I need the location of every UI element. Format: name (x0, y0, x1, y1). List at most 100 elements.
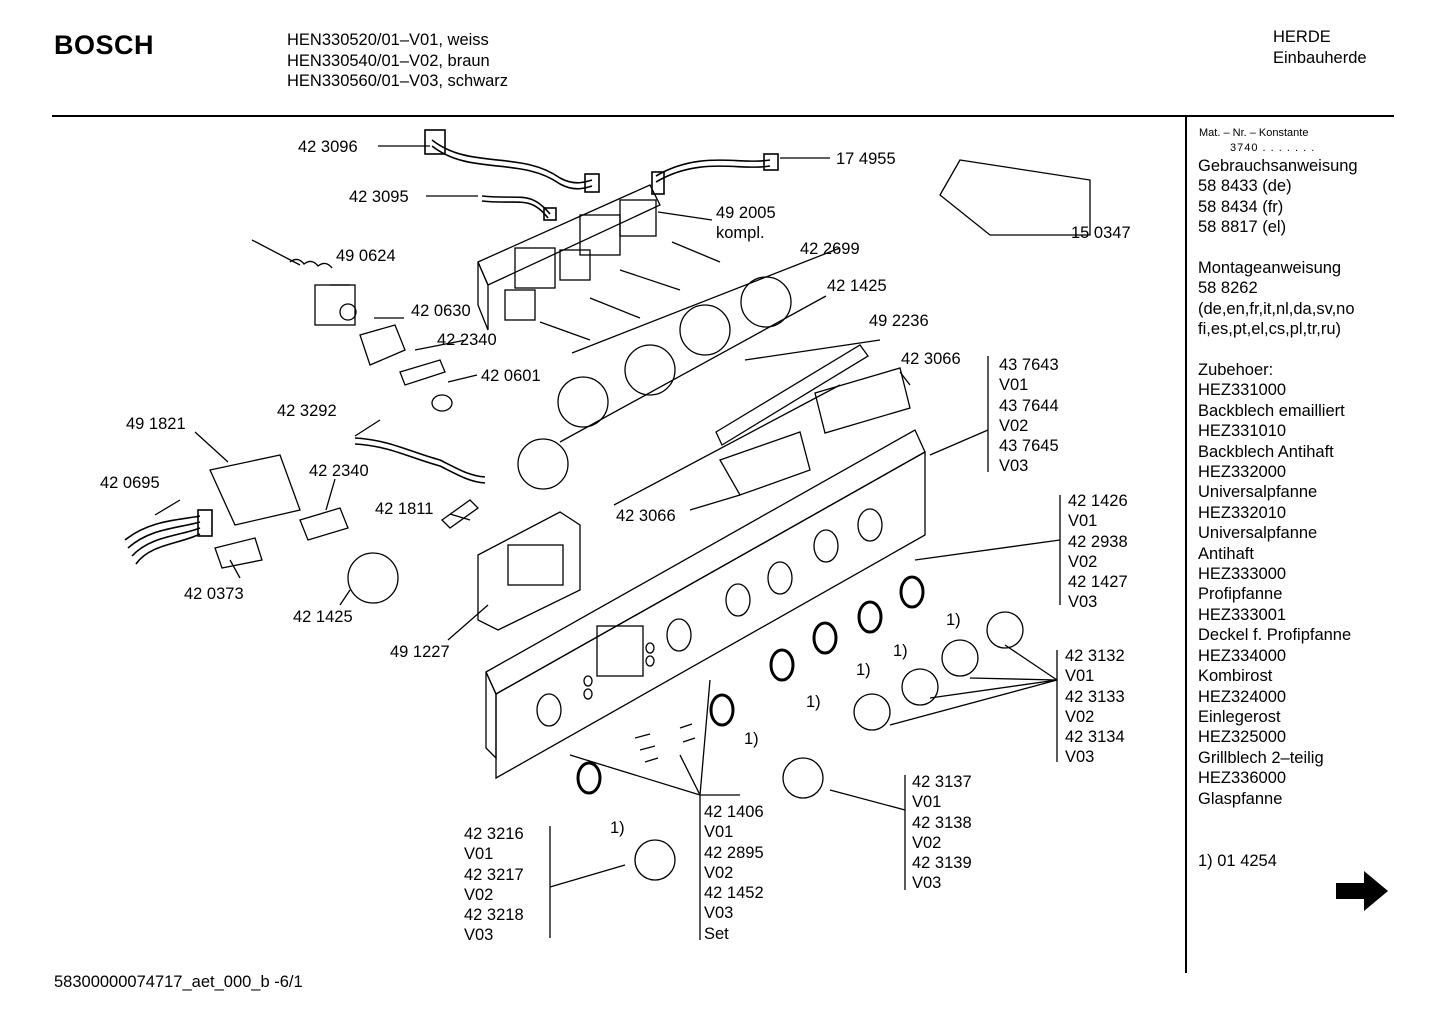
sidebar-line: HEZ331000 (1198, 381, 1287, 400)
variant-line: V01 (1065, 667, 1095, 686)
variant-line: V01 (464, 845, 494, 864)
model-line: HEN330540/01–V02, braun (287, 51, 490, 70)
variant-line: 42 1452 (704, 884, 764, 903)
variant-line: 42 2895 (704, 843, 764, 862)
part-label: 49 2005 (716, 204, 776, 222)
footnote-marker: 1) (744, 730, 759, 748)
sidebar-line: Einlegerost (1198, 707, 1281, 726)
sidebar-line: Backblech emailliert (1198, 401, 1345, 420)
panel-variants: 43 7643 V01 43 7644 V02 43 7645 V03 (999, 355, 1059, 477)
variant-line: V02 (1065, 707, 1095, 726)
sidebar-divider (1185, 117, 1187, 973)
mat-number: 3740 . . . . . . . (1230, 142, 1316, 154)
sidebar-line: 58 8434 (fr) (1198, 197, 1284, 216)
sidebar-line: Montageanweisung (1198, 259, 1342, 277)
variant-line: V01 (999, 376, 1029, 395)
variant-line: 42 3132 (1065, 647, 1125, 665)
part-label: 42 1425 (827, 277, 887, 295)
variant-line: 42 3218 (464, 906, 524, 925)
variant-line: 42 3139 (912, 854, 972, 873)
small-parts (209, 159, 1091, 569)
rings (576, 575, 925, 795)
sidebar-line: Profipfanne (1198, 585, 1283, 604)
category-sub: Einbauherde (1273, 48, 1367, 67)
install-block: Montageanweisung 58 8262 (de,en,fr,it,nl… (1198, 258, 1355, 340)
knob-left-variants: 42 3216 V01 42 3217 V02 42 3218 V03 (464, 824, 524, 946)
sidebar-line: HEZ334000 (1198, 646, 1287, 665)
sidebar-line: HEZ325000 (1198, 728, 1287, 747)
variant-line: V02 (464, 885, 494, 904)
variant-line: 42 3134 (1065, 728, 1125, 747)
sidebar-line: Grillblech 2–teilig (1198, 748, 1324, 767)
sidebar-line: Antihaft (1198, 544, 1254, 563)
variant-line: V01 (912, 793, 942, 812)
variant-line: 42 1406 (704, 803, 764, 821)
sidebar-line: Glaspfanne (1198, 789, 1283, 808)
part-label: 49 1227 (390, 643, 450, 661)
variant-line: 42 3138 (912, 813, 972, 832)
part-label: kompl. (716, 224, 765, 242)
sidebar-line: 58 8817 (el) (1198, 218, 1287, 237)
part-label: 42 3066 (901, 350, 961, 368)
variant-line: 42 3216 (464, 825, 524, 843)
sidebar-line: Zubehoer: (1198, 361, 1274, 379)
variant-line: Set (704, 924, 729, 943)
part-label: 49 0624 (336, 247, 396, 265)
variant-line: V02 (704, 863, 734, 882)
variant-line: V03 (912, 874, 942, 893)
variant-line: 42 1427 (1068, 573, 1128, 592)
variant-line: V01 (1068, 512, 1098, 531)
variant-line: V02 (912, 833, 942, 852)
sidebar-line: Universalpfanne (1198, 524, 1318, 543)
variant-line: 43 7644 (999, 396, 1059, 415)
switch-block (477, 184, 661, 331)
model-line: HEN330560/01–V03, schwarz (287, 72, 509, 90)
variant-line: 42 3137 (912, 773, 972, 791)
footnote-marker: 1) (946, 611, 961, 629)
footnote: 1) 01 4254 (1198, 852, 1277, 870)
footnote-marker: 1) (893, 642, 908, 660)
ring-variants: 42 1426 V01 42 2938 V02 42 1427 V03 (1068, 491, 1128, 613)
variant-line: V03 (464, 926, 494, 945)
header-divider (52, 115, 1394, 117)
manual-block: Gebrauchsanweisung 58 8433 (de) 58 8434 … (1198, 156, 1358, 238)
sidebar-line: (de,en,fr,it,nl,da,sv,no (1198, 299, 1355, 318)
brand-logo: BOSCH (54, 30, 155, 60)
variant-line: 42 1426 (1068, 492, 1128, 510)
variant-line: V03 (1065, 748, 1095, 767)
category: HERDE Einbauherde (1273, 27, 1367, 68)
part-label: 49 2236 (869, 312, 929, 330)
footnote-marker: 1) (806, 693, 821, 711)
variant-line: V03 (999, 457, 1029, 476)
shafts (539, 241, 721, 341)
thermostat (251, 239, 357, 326)
sidebar-line: 58 8262 (1198, 279, 1258, 298)
part-label: 49 1821 (126, 415, 186, 433)
variant-line: V03 (704, 904, 734, 923)
variant-line: V02 (999, 416, 1029, 435)
model-line: HEN330520/01–V01, weiss (287, 31, 489, 49)
sidebar-line: Kombirost (1198, 667, 1273, 686)
sidebar-line: HEZ332000 (1198, 463, 1287, 482)
part-label: 42 2340 (309, 462, 369, 480)
electronics-module (477, 511, 581, 631)
wire-harness (124, 129, 779, 565)
screw-variants: 42 1406 V01 42 2895 V02 42 1452 V03 Set (704, 802, 764, 944)
variant-line: 42 3217 (464, 865, 524, 884)
variant-line: V01 (704, 823, 734, 842)
right-arrow-icon[interactable] (1334, 869, 1390, 913)
sidebar-line: HEZ333001 (1198, 605, 1287, 624)
mat-label: Mat. – Nr. – Konstante (1199, 127, 1309, 139)
brackets (715, 344, 911, 496)
sidebar-line: 58 8433 (de) (1198, 177, 1292, 196)
variant-line: 43 7645 (999, 437, 1059, 456)
selector-knobs (347, 276, 792, 604)
sidebar-line: Gebrauchsanweisung (1198, 157, 1358, 175)
category-main: HERDE (1273, 28, 1331, 46)
accessory-block: Zubehoer: HEZ331000 Backblech emailliert… (1198, 360, 1351, 809)
control-knobs (634, 611, 1024, 881)
front-panel (485, 429, 926, 780)
part-label: 42 1811 (375, 500, 434, 518)
sidebar-line: HEZ324000 (1198, 687, 1287, 706)
variant-line: 43 7643 (999, 356, 1059, 374)
